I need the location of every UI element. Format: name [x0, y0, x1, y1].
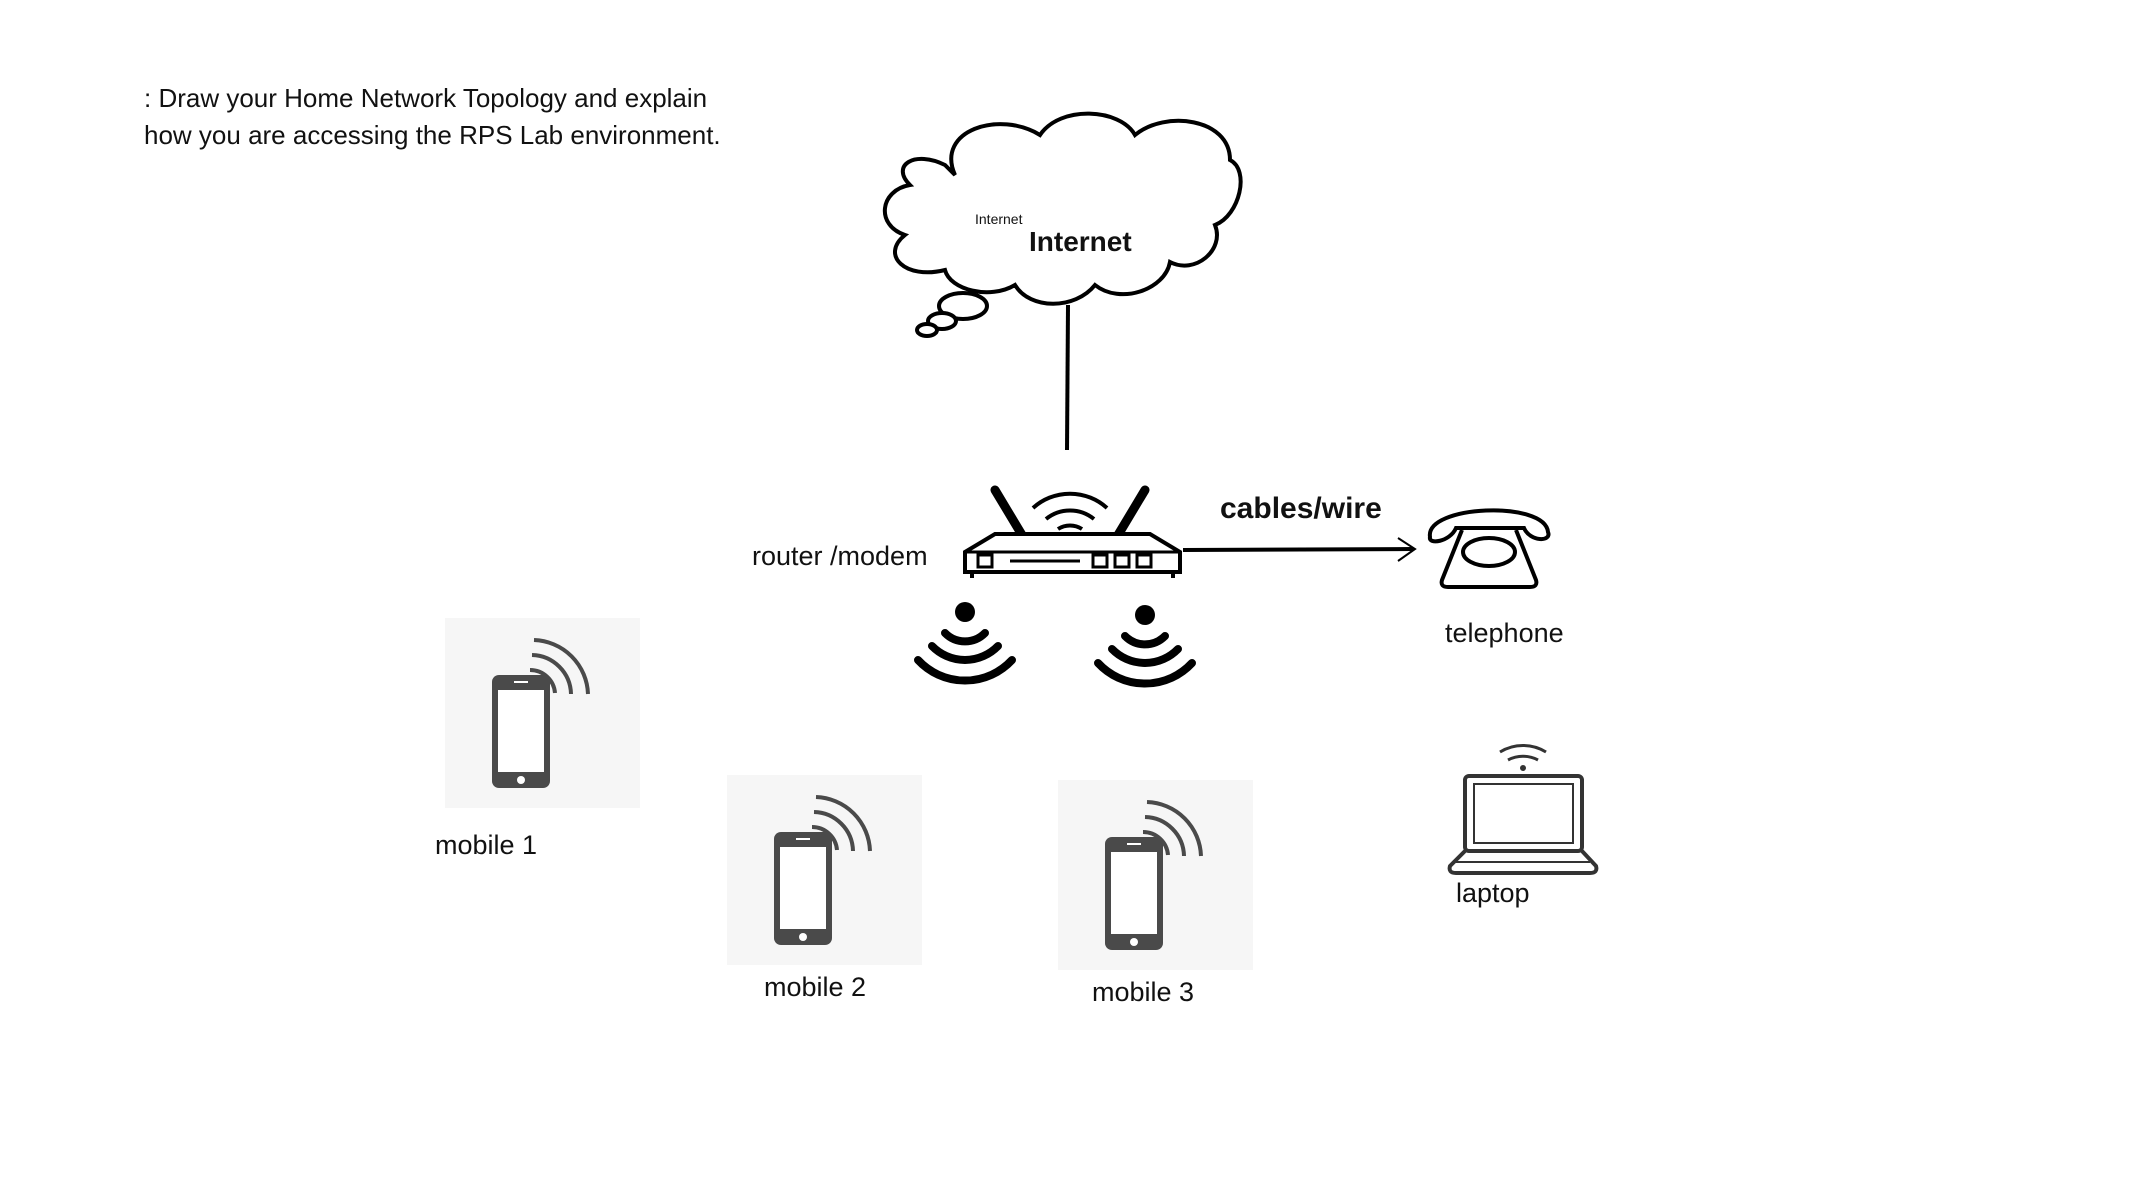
- mobile-2-label: mobile 2: [764, 972, 867, 1002]
- wireless-signal-icon: [914, 602, 1016, 685]
- laptop-wifi-icon: [1447, 744, 1599, 875]
- telephone-icon: [1427, 508, 1551, 589]
- internet-small-label: Internet: [975, 211, 1023, 227]
- smartphone-wifi-icon: [774, 795, 872, 945]
- telephone-label: telephone: [1445, 618, 1564, 648]
- smartphone-wifi-icon: [492, 638, 590, 788]
- question-prompt: : Draw your Home Network Topology and ex…: [144, 80, 864, 154]
- cables-wire-label: cables/wire: [1220, 492, 1382, 525]
- prompt-line-2: how you are accessing the RPS Lab enviro…: [144, 120, 721, 150]
- router-label: router /modem: [752, 541, 928, 571]
- uplink-line: [1065, 304, 1070, 451]
- cable-arrow: [1182, 537, 1417, 562]
- prompt-line-1: : Draw your Home Network Topology and ex…: [144, 83, 708, 113]
- internet-label: Internet: [1029, 226, 1132, 257]
- wifi-router-icon: [963, 485, 1182, 578]
- internet-cloud-icon: [883, 111, 1243, 338]
- mobile-1-label: mobile 1: [435, 830, 538, 860]
- mobile-3-label: mobile 3: [1092, 977, 1195, 1007]
- laptop-label: laptop: [1456, 878, 1530, 908]
- wireless-signal-icon: [1094, 605, 1196, 688]
- smartphone-wifi-icon: [1105, 800, 1203, 950]
